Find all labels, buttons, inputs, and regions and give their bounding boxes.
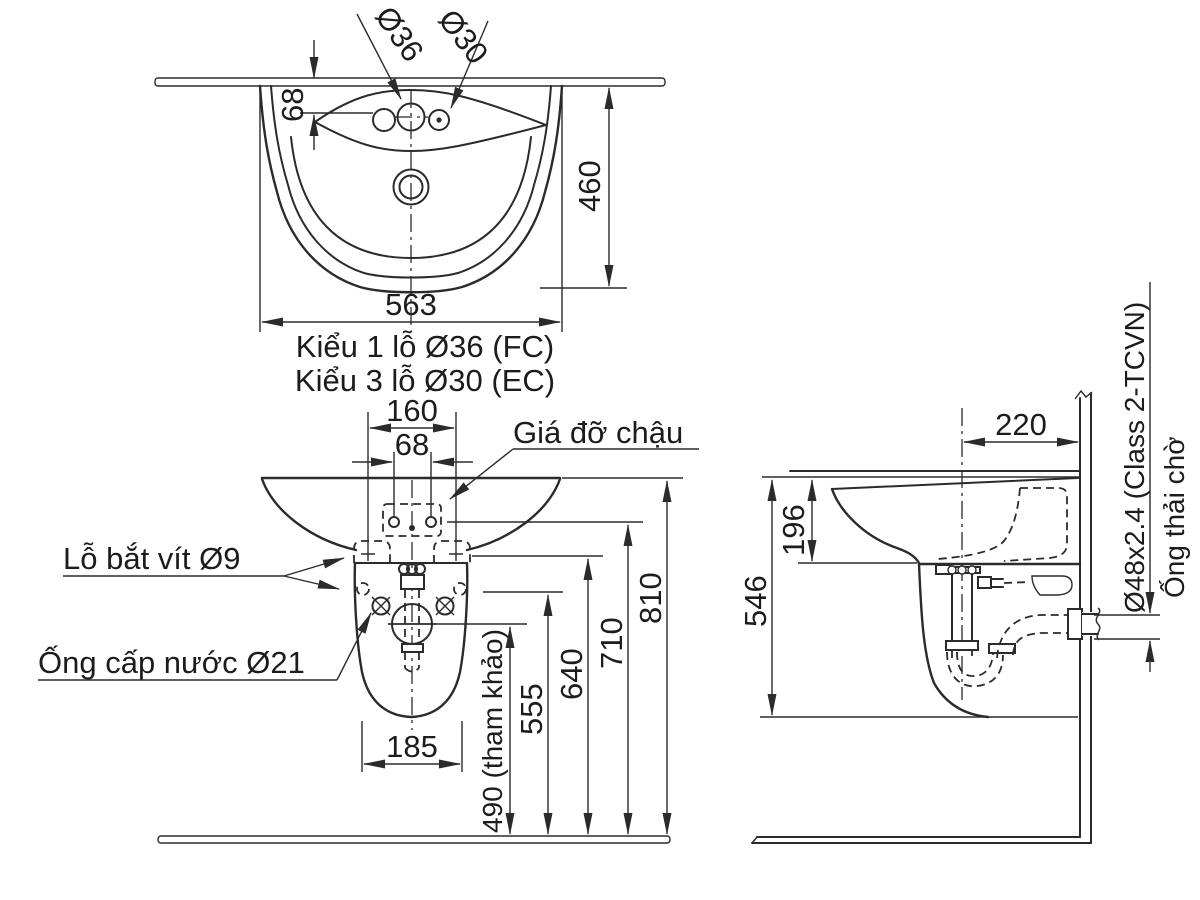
dim-pedestal-width-185: 185 [361,721,463,772]
fixing-screw-right [435,596,455,616]
dim-text-460: 460 [572,160,607,212]
drain-wall-flange [1067,608,1083,640]
hole-label-dia30: Ø30 [431,3,495,71]
label-ong-cap-nuoc: Ống cấp nước Ø21 [38,644,305,680]
dim-546: 546 [738,479,777,716]
front-right-wing [465,477,562,552]
dim-text-490: 490 (tham khảo) [477,629,508,833]
dim-text-555: 555 [514,683,549,735]
label-screw-group: Lỗ bắt vít Ø9 [63,541,345,590]
front-floor-line [157,835,671,844]
dim-width-563: 563 [259,90,563,332]
dim-text-68-top: 68 [275,88,310,122]
dim-height-555: 555 [483,591,563,835]
side-basin-front-profile [830,487,921,565]
side-overflow-channel [1003,487,1068,562]
dim-height-710: 710 [447,521,643,835]
pipe-break-mark [1095,607,1101,641]
dim-text-563: 563 [385,287,437,322]
front-view: 160 68 Giá đỡ chậu Lỗ bắt vít Ø9 Ống cấp… [38,393,699,844]
dim-depth-460: 460 [540,87,627,289]
dim-hole-offset-68: 68 [275,40,373,150]
front-pedestal-outline [353,561,469,719]
label-ong-thai-cho: Ống thải chờ [1158,436,1190,598]
dim-height-640: 640 [472,555,603,835]
note-kieu-3-lo: Kiểu 3 lỗ Ø30 (EC) [295,363,555,398]
side-screw-hole-right [453,582,467,596]
dim-text-185: 185 [386,729,438,764]
dim-drain-pipe: Ø48x2.4 (Class 2-TCVN) Ống thải chờ [1094,282,1190,672]
dim-basin-thickness-196: 196 [776,479,917,564]
top-view: Ø36 Ø30 68 460 563 Kiểu 1 lỗ Ø36 (FC) K [154,0,666,398]
hole-label-dia36: Ø36 [368,0,430,68]
top-view-deck-upper-arc [314,88,547,126]
top-view-deck-lower-arc [314,121,547,153]
label-pipe-spec: Ø48x2.4 (Class 2-TCVN) [1119,302,1150,613]
dim-text-220: 220 [995,407,1047,442]
dim-text-160: 160 [386,393,438,428]
side-plumbing [935,564,1101,687]
dim-height-810: 810 [633,480,672,835]
wall-break-mark [1074,389,1093,400]
dim-text-810: 810 [633,572,668,624]
dim-bracket-width-160: 160 [367,393,457,547]
front-left-wing [260,477,358,552]
side-screw-hole-left [356,582,370,596]
side-bowl-hidden-curve [937,487,1021,560]
side-pedestal-profile [917,562,990,719]
top-view-counter-edge [154,77,666,87]
dim-bracket-holes-68: 68 [352,427,473,517]
wall-escutcheon [1031,575,1073,596]
right-faucet-hole-center [436,117,442,123]
label-bracket-group: Giá đỡ chậu [449,415,699,500]
dim-text-546: 546 [738,575,773,627]
dim-text-640: 640 [554,648,589,700]
label-supply-group: Ống cấp nước Ø21 [38,612,372,681]
side-basin-top-edge [831,477,1079,490]
dim-text-68-front: 68 [395,427,429,462]
dim-height-490: 490 (tham khảo) [388,623,527,835]
fixing-screw-left [371,596,391,616]
label-gia-do-chau: Giá đỡ chậu [513,415,683,450]
side-view: 220 196 546 Ø48x2.4 (Class 2-TCVN) Ống t… [738,282,1190,844]
dim-text-710: 710 [594,617,629,669]
note-kieu-1-lo: Kiểu 1 lỗ Ø36 (FC) [296,329,554,364]
right-faucet-hole [428,109,450,131]
left-faucet-hole [372,108,396,132]
hanger-lugs [353,540,471,563]
dim-text-196: 196 [776,504,811,556]
dim-depth-to-wall-220: 220 [963,407,1079,447]
label-lo-bat-vit: Lỗ bắt vít Ø9 [63,541,241,576]
